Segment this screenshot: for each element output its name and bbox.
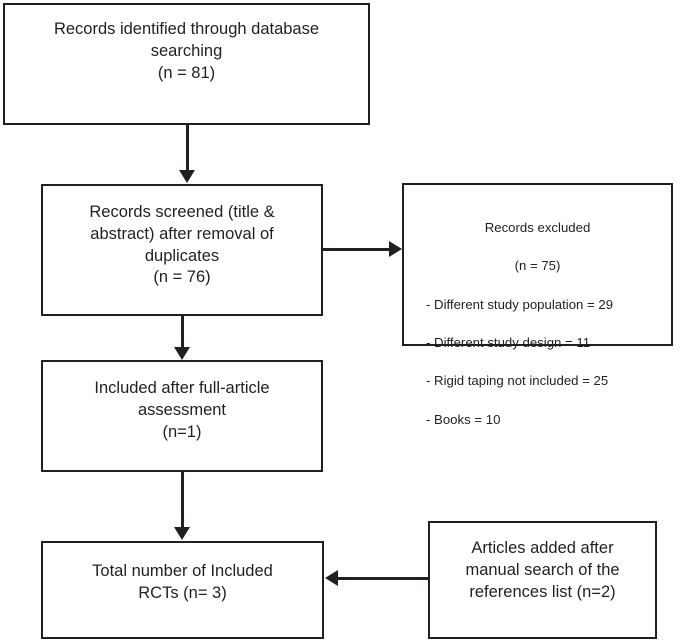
arrow-head-identified-to-screened-icon xyxy=(179,170,195,183)
box-records-identified-text: Records identified through database sear… xyxy=(53,20,320,82)
arrow-head-screened-to-excluded-icon xyxy=(389,241,402,257)
box-records-excluded-heading: Records excluded xyxy=(484,220,591,236)
connector-line-included-to-total xyxy=(181,471,184,528)
box-records-excluded: Records excluded (n = 75) - Different st… xyxy=(402,183,673,427)
box-records-excluded-count: (n = 75) xyxy=(514,258,561,274)
box-total-included-rcts: Total number of Included RCTs (n= 3) xyxy=(41,541,324,639)
box-records-screened: Records screened (title & abstract) afte… xyxy=(41,184,323,316)
box-articles-added-manual: Articles added after manual search of th… xyxy=(428,521,657,639)
box-included-full-article-text: Included after full-article assessment (… xyxy=(94,379,270,441)
box-records-identified: Records identified through database sear… xyxy=(3,3,370,125)
connector-line-manual-to-total xyxy=(338,577,429,580)
connector-line-screened-to-excluded xyxy=(323,248,391,251)
box-records-excluded-body: Records excluded (n = 75) - Different st… xyxy=(414,199,661,448)
box-total-included-rcts-text: Total number of Included RCTs (n= 3) xyxy=(92,562,273,602)
connector-line-identified-to-screened xyxy=(186,124,189,172)
reason-item: - Books = 10 xyxy=(426,411,501,427)
reason-item: - Different study population = 29 xyxy=(426,296,614,312)
box-records-screened-text: Records screened (title & abstract) afte… xyxy=(89,203,275,287)
arrow-head-screened-to-included-icon xyxy=(174,347,190,360)
box-records-excluded-reasons: - Different study population = 29 - Diff… xyxy=(414,276,661,429)
connector-line-screened-to-included xyxy=(181,315,184,349)
reason-item: - Different study design = 11 xyxy=(426,334,591,350)
box-included-full-article: Included after full-article assessment (… xyxy=(41,360,323,472)
box-articles-added-manual-text: Articles added after manual search of th… xyxy=(465,539,620,601)
reason-item: - Rigid taping not included = 25 xyxy=(426,373,609,389)
arrow-head-included-to-total-icon xyxy=(174,527,190,540)
arrow-head-manual-to-total-icon xyxy=(325,570,338,586)
